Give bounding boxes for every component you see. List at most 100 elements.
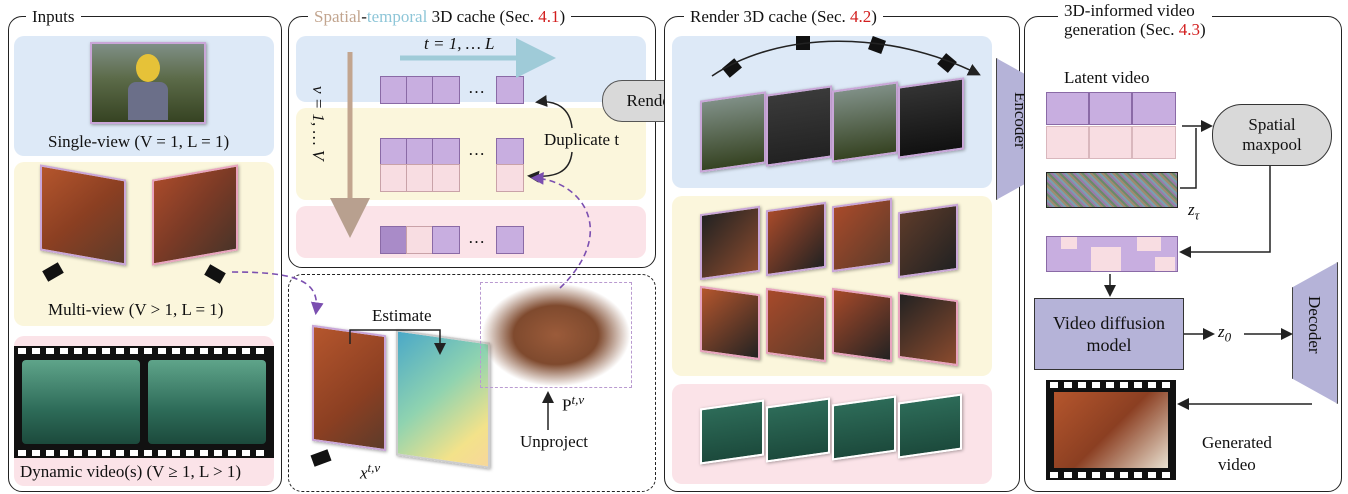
dynamic-filmstrip: [14, 346, 274, 458]
film-sprocket-hole: [74, 450, 82, 456]
diffusion-l1: Video diffusion: [1052, 313, 1166, 333]
film-sprocket-hole: [158, 348, 166, 354]
generation-title-sec: 4.3: [1178, 20, 1200, 39]
film-sprocket-hole: [1148, 382, 1156, 388]
film-sprocket-hole: [200, 348, 208, 354]
cache-cube: [432, 164, 460, 192]
film-sprocket-hole: [46, 348, 54, 354]
dynamic-frame: [22, 360, 140, 444]
film-sprocket-hole: [242, 450, 250, 456]
multiview-to-estimate: [231, 271, 324, 316]
film-sprocket-hole: [102, 450, 110, 456]
film-sprocket-hole: [1064, 382, 1072, 388]
mask-patch: [1155, 257, 1175, 271]
film-sprocket-hole: [1078, 472, 1086, 478]
latent-cell: [1046, 126, 1089, 159]
film-sprocket-hole: [1120, 472, 1128, 478]
film-sprocket-hole: [1120, 382, 1128, 388]
film-sprocket-hole: [130, 450, 138, 456]
duplicate-arrow: [535, 95, 573, 129]
x-main: x: [360, 463, 368, 483]
generation-title-l2: generation (Sec. 4.3): [1064, 20, 1206, 39]
z-tau-main: z: [1188, 200, 1195, 219]
x-sup: t,v: [367, 460, 381, 475]
cache-cube: [406, 164, 434, 192]
generation-title-close: ): [1199, 20, 1206, 39]
film-sprocket-hole: [116, 450, 124, 456]
film-sprocket-hole: [60, 450, 68, 456]
z-tau-sub: τ: [1194, 207, 1200, 223]
film-sprocket-hole: [18, 450, 26, 456]
cache-title: Spatial-temporal 3D cache (Sec. 4.1): [308, 7, 572, 26]
film-sprocket-hole: [1050, 382, 1058, 388]
film-sprocket-hole: [242, 348, 250, 354]
cache-title-rest: 3D cache (Sec.: [427, 7, 539, 26]
camera-arc: [711, 40, 981, 77]
film-sprocket-hole: [172, 450, 180, 456]
film-sprocket-hole: [1078, 382, 1086, 388]
cache-dots: …: [468, 140, 485, 159]
film-sprocket-hole: [46, 450, 54, 456]
spatial-l2: maxpool: [1242, 135, 1302, 154]
film-sprocket-hole: [1064, 472, 1072, 478]
masked-latent: [1046, 236, 1178, 272]
multi-view-label: Multi-view (V > 1, L = 1): [48, 300, 224, 319]
film-sprocket-hole: [158, 450, 166, 456]
generated-l1: Generated: [1202, 433, 1272, 452]
film-sprocket-hole: [256, 450, 264, 456]
cache-dots: …: [468, 78, 485, 97]
cache-cube: [380, 226, 408, 254]
render-title-close: ): [871, 7, 877, 26]
z-tau-label: zτ: [1188, 200, 1199, 223]
generation-title-l1: 3D-informed video: [1064, 1, 1195, 20]
film-sprocket-hole: [228, 348, 236, 354]
latent-cell: [1089, 92, 1132, 125]
film-sprocket-hole: [130, 348, 138, 354]
film-sprocket-hole: [1092, 382, 1100, 388]
render-title: Render 3D cache (Sec. 4.2): [684, 7, 883, 26]
render-title-text: Render 3D cache (Sec.: [690, 7, 851, 26]
cache-cube: [406, 76, 434, 104]
film-sprocket-hole: [32, 348, 40, 354]
generated-frame: [1054, 392, 1168, 468]
x-label: xt,v: [360, 460, 380, 484]
estimate-label: Estimate: [372, 306, 432, 325]
estimate-bracket: [349, 329, 446, 355]
cache-band-blue: [296, 36, 646, 102]
spatial-maxpool-box: Spatial maxpool: [1212, 104, 1332, 166]
film-sprocket-hole: [172, 348, 180, 354]
film-sprocket-hole: [116, 348, 124, 354]
render-title-sec: 4.2: [850, 7, 872, 26]
latent-cell: [1132, 126, 1176, 159]
latent-grid: [1046, 92, 1176, 160]
cache-title-hyphen: -: [361, 7, 367, 26]
latent-cell: [1089, 126, 1132, 159]
film-sprocket-hole: [32, 450, 40, 456]
t-axis-label: t = 1, … L: [424, 34, 495, 53]
cache-cube: [380, 138, 408, 166]
latent-cell: [1132, 92, 1176, 125]
cache-cube: [432, 226, 460, 254]
mask-patch: [1091, 247, 1121, 271]
video-diffusion-box: Video diffusion model: [1034, 298, 1184, 370]
person-body: [128, 82, 168, 120]
single-view-label: Single-view (V = 1, L = 1): [48, 132, 230, 151]
maxpool-to-mask: [1179, 166, 1271, 258]
single-view-image: [90, 42, 206, 124]
film-sprocket-hole: [214, 348, 222, 354]
noise-strip: [1046, 172, 1178, 208]
film-sprocket-hole: [88, 450, 96, 456]
unproject-to-cache: [530, 172, 592, 289]
generated-filmstrip: [1046, 380, 1176, 480]
film-sprocket-hole: [256, 348, 264, 354]
dynamic-frame: [148, 360, 266, 444]
mask-patch: [1137, 237, 1161, 251]
cache-cube: [406, 226, 434, 254]
cache-cube: [496, 226, 524, 254]
film-sprocket-hole: [1134, 472, 1142, 478]
film-sprocket-hole: [102, 348, 110, 354]
balloon-head: [136, 54, 160, 82]
noise-to-maxpool: [1180, 128, 1197, 189]
z-0-sub: 0: [1224, 329, 1232, 345]
point-cloud: [480, 282, 632, 388]
